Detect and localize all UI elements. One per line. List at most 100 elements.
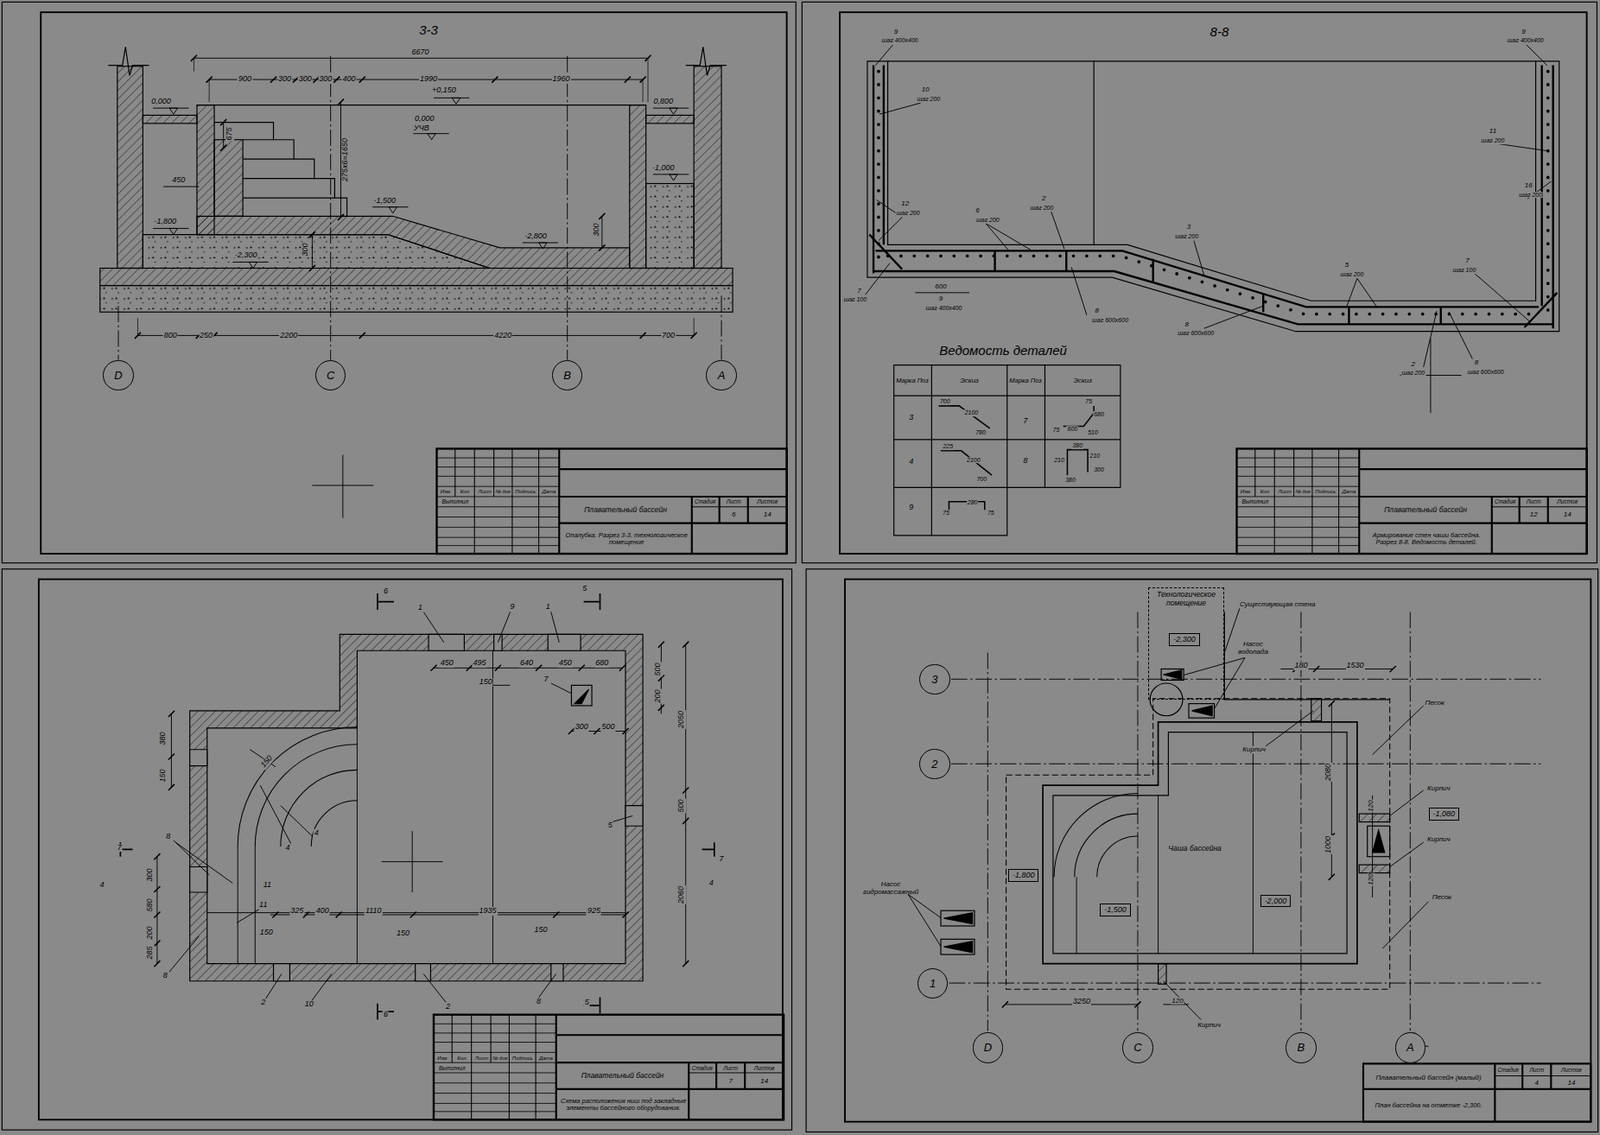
sheet-6-section (40, 12, 787, 554)
drawing-label: 0,800 (652, 97, 674, 107)
drawing-label: Эскиз (958, 376, 980, 385)
drawing-label: 10 (920, 86, 931, 95)
node-text: D (984, 1041, 992, 1054)
sheet-6-section (196, 105, 215, 235)
drawing-label: 16 (1523, 182, 1534, 191)
sheet-6-section (220, 99, 605, 273)
drawing-label: Стадия (1493, 499, 1517, 506)
sheet-7-niche-plan (207, 650, 626, 964)
drawing-label: 8 (165, 832, 172, 842)
drawing-label: 9 (508, 603, 515, 612)
drawing-label: шаг 200 (1339, 271, 1366, 279)
sheet-7-niche-plan (169, 611, 633, 1003)
drawing-label: Подпись (511, 1055, 534, 1062)
sheet-6-section (100, 267, 733, 286)
drawing-label: № док (1294, 488, 1312, 496)
sheet-4-plan (1363, 1063, 1591, 1122)
drawing-label: 1960 (552, 75, 572, 84)
drawing-label: Подпись (514, 488, 537, 496)
drawing-label: Марка Поз (1008, 376, 1043, 384)
drawing-label: 150 (395, 929, 411, 939)
drawing-label: Схема расположения ниш под закладные эле… (558, 1098, 689, 1113)
drawing-label: 6 (382, 1010, 389, 1020)
drawing-label: 1000 (1324, 835, 1334, 855)
drawing-label: 225 (941, 443, 954, 451)
drawing-label: -2,800 (523, 232, 548, 242)
sheet-4-plan (1188, 704, 1215, 719)
drawing-label: 1935 (478, 907, 498, 916)
drawing-label: Лист (1276, 488, 1292, 496)
sheet-6-section (242, 139, 335, 198)
drawing-label: 300 (317, 75, 333, 84)
drawing-label: 500 (677, 799, 686, 814)
drawing-label: 1530 (1346, 661, 1366, 671)
drawing-label: 200 (146, 925, 155, 940)
sheet-6-section (107, 46, 149, 76)
sheet-7-niche-plan (433, 1015, 784, 1121)
sheet-6-section (118, 56, 722, 361)
sheet-4-plan (806, 569, 1599, 1133)
sheet-4-plan (1372, 830, 1385, 853)
sheet-4-plan (1042, 722, 1358, 965)
sheet-6-section (629, 105, 647, 269)
drawing-label: 300 (298, 75, 313, 84)
drawing-label: Стадия (693, 499, 717, 506)
drawing-label: 2 (1410, 360, 1416, 369)
sheet-6-section (1, 1, 796, 563)
sheet-6-section (223, 101, 603, 268)
node-text: D (114, 368, 122, 382)
drawing-label: 7 (1464, 257, 1470, 266)
drawing-label: 0,000 (413, 114, 436, 124)
drawing-label: № док (491, 1055, 509, 1062)
drawing-label: 900 (237, 75, 253, 84)
sheet-6-section (100, 285, 733, 313)
drawing-label: 75 (986, 509, 996, 517)
sheet-7-niche-plan (157, 644, 686, 965)
sheet-12-reinforcement (995, 250, 1442, 324)
sheet-4-plan (940, 939, 975, 955)
drawing-label: Песок (1423, 698, 1445, 707)
drawing-label: 150 (259, 928, 274, 938)
drawing-label: шаг 600х600 (1176, 330, 1215, 337)
drawing-label: Кирпич (1196, 1022, 1222, 1030)
drawing-label: 250 (198, 331, 214, 341)
drawing-label: 325 (289, 907, 305, 916)
node-text: C (1133, 1041, 1142, 1054)
drawing-label: шаг 100 (842, 296, 868, 304)
drawing-label: Песок (1431, 894, 1453, 902)
drawing-label: 7 (542, 675, 549, 685)
drawing-label: 120 (1367, 799, 1376, 813)
drawing-label: +0,150 (431, 86, 458, 96)
drawing-label: Лист (1525, 499, 1543, 506)
level-box: -2,300 (1168, 633, 1200, 647)
sheet-6-section (134, 55, 698, 339)
drawing-label: 1 (417, 603, 424, 613)
drawing-label: 6 (730, 511, 737, 520)
drawing-label: 7 (718, 855, 725, 864)
drawing-label: 495 (472, 659, 488, 668)
axis-circle: 3 (919, 664, 950, 695)
sheet-6-section (646, 114, 695, 123)
sheet-6-section (1, 1, 796, 563)
drawing-label: Плавательный бассейн (1383, 506, 1468, 515)
drawing-label: 200 (653, 688, 663, 704)
drawing-label: 4 (907, 457, 915, 467)
drawing-label: 120 (1367, 872, 1376, 886)
drawing-label: 600 (1066, 425, 1080, 433)
drawing-label: 800 (163, 331, 178, 341)
drawing-label: 210 (1089, 452, 1102, 460)
node-text: -2,000 (1264, 896, 1288, 907)
drawing-label: Кирпич (1426, 836, 1452, 845)
drawing-label: Существующая стена (1238, 601, 1316, 610)
drawing-label: 9 (893, 27, 899, 36)
drawing-label: шаг 200 (1517, 191, 1543, 199)
drawing-label: шаг 400х400 (925, 304, 964, 312)
sheet-7-niche-plan (381, 831, 444, 893)
drawing-label: 300 (592, 222, 602, 237)
drawing-label: -1,000 (651, 164, 676, 173)
drawing-label: шаг 600х600 (1091, 317, 1130, 324)
drawing-label: 12 (1529, 511, 1539, 520)
drawing-label: 14 (762, 511, 773, 520)
sheet-4-plan (1004, 668, 1393, 1004)
